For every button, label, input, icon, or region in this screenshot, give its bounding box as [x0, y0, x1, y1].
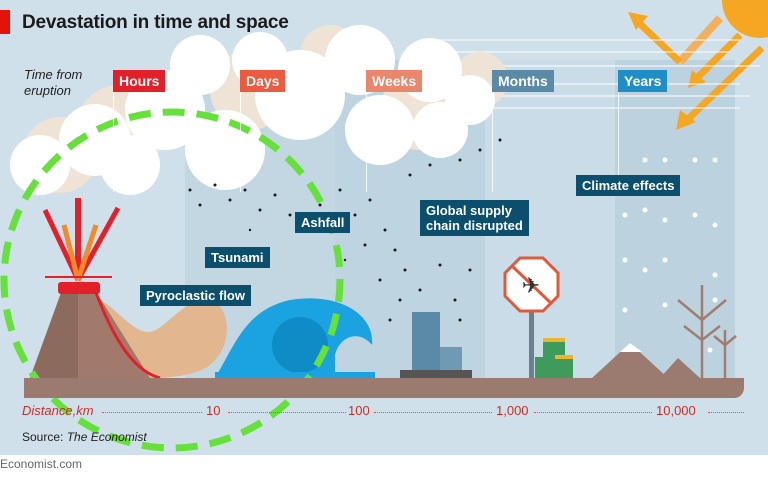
axis-dotline: [534, 412, 652, 413]
city-icon: [400, 312, 472, 378]
source-prefix: Source:: [22, 430, 67, 444]
stage-tag-months: Months: [492, 70, 554, 192]
distance-tick-100: 100: [348, 403, 370, 418]
effect-ashfall: Ashfall: [295, 212, 351, 233]
site-footer: Economist.com: [0, 457, 83, 471]
axis-dotline: [708, 412, 744, 413]
effect-pyroclastic-flow: Pyroclastic flow: [140, 285, 251, 306]
source-name: The Economist: [66, 430, 147, 444]
volcano-icon: [30, 198, 161, 380]
axis-dotline: [228, 412, 346, 413]
snow-particles: [622, 157, 718, 353]
infographic-panel: ✈ Devastation in time and space Time: [0, 0, 768, 455]
effect-supply-chain-line2: chain disrupted: [426, 218, 523, 233]
effect-supply-chain: Global supply chain disrupted: [420, 200, 529, 236]
distance-tick-10000: 10,000: [656, 403, 696, 418]
source-note: Source: The Economist: [22, 430, 147, 444]
stage-tag-days: Days: [240, 70, 286, 192]
stage-tag-hours: Hours: [113, 70, 166, 192]
time-axis-label-line2: eruption: [24, 83, 71, 98]
time-axis-label-line1: Time from: [24, 67, 83, 82]
effect-tsunami: Tsunami: [205, 247, 270, 268]
no-flight-sign-icon: ✈: [503, 256, 560, 378]
ground: [24, 378, 744, 398]
ash-particles: [188, 138, 502, 322]
stage-tag-weeks: Weeks: [366, 70, 423, 192]
illustration: ✈: [0, 0, 768, 452]
money-stack-icon: [535, 338, 573, 378]
wave-icon: [215, 298, 375, 378]
tree-icon: [677, 285, 737, 378]
sun-icon: [628, 0, 768, 130]
page-title: Devastation in time and space: [22, 12, 289, 33]
brand-bar: [0, 10, 10, 34]
axis-dotline: [374, 412, 492, 413]
axis-dotline: [102, 412, 202, 413]
svg-text:✈: ✈: [522, 274, 540, 299]
distance-axis: Distance,km 10 100 1,000 10,000: [22, 403, 744, 419]
time-axis-label: Time from eruption: [24, 67, 82, 99]
distance-axis-label: Distance,km: [22, 403, 94, 418]
cloud-icon: [10, 25, 508, 195]
band-years: [615, 60, 735, 380]
highlight-circle: [0, 108, 344, 452]
stage-tag-years: Years: [618, 70, 668, 192]
distance-tick-1000: 1,000: [496, 403, 529, 418]
mountain-icon: [592, 343, 700, 378]
effect-supply-chain-line1: Global supply: [426, 203, 512, 218]
effect-climate: Climate effects: [576, 175, 681, 196]
distance-tick-10: 10: [206, 403, 221, 418]
